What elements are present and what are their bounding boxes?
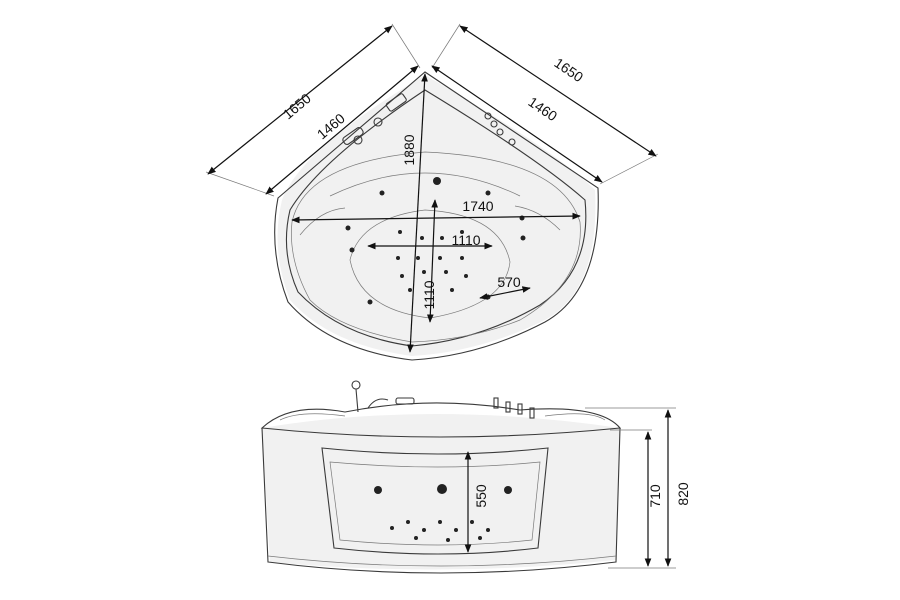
label-diagonal: 1880 [401, 134, 417, 165]
side-view-handshower [351, 380, 415, 413]
label-inner-side-right: 1460 [525, 94, 560, 125]
side-view-window [321, 447, 549, 555]
side-view-top-rim [260, 402, 622, 438]
label-seat-width: 1110 [451, 232, 480, 248]
top-view-outer-shell [274, 71, 599, 361]
side-view-window-inner [329, 461, 541, 546]
top-view: 1650 1650 1460 1460 1880 1740 1110 1110 … [205, 23, 659, 361]
side-view-jets [374, 484, 512, 542]
side-view-rim-detail-left [279, 413, 346, 421]
side-view-control-buttons [493, 397, 535, 419]
label-seat-depth: 1110 [421, 280, 437, 309]
side-view-rim-detail-right [544, 413, 606, 421]
label-total-height: 820 [675, 482, 691, 506]
top-view-dimension-lines [205, 23, 659, 353]
side-view-dimension-lines [464, 407, 676, 569]
side-view-skirt-line [267, 555, 617, 567]
side-view: 550 710 820 [260, 380, 691, 574]
side-view-body [261, 427, 621, 574]
label-bowl-width: 1740 [462, 198, 493, 214]
label-outer-side-left: 1650 [280, 90, 314, 122]
label-pillow: 570 [497, 274, 521, 290]
label-outer-side-right: 1650 [551, 55, 586, 86]
label-rim-height: 710 [647, 484, 663, 508]
label-window-height: 550 [473, 484, 489, 508]
